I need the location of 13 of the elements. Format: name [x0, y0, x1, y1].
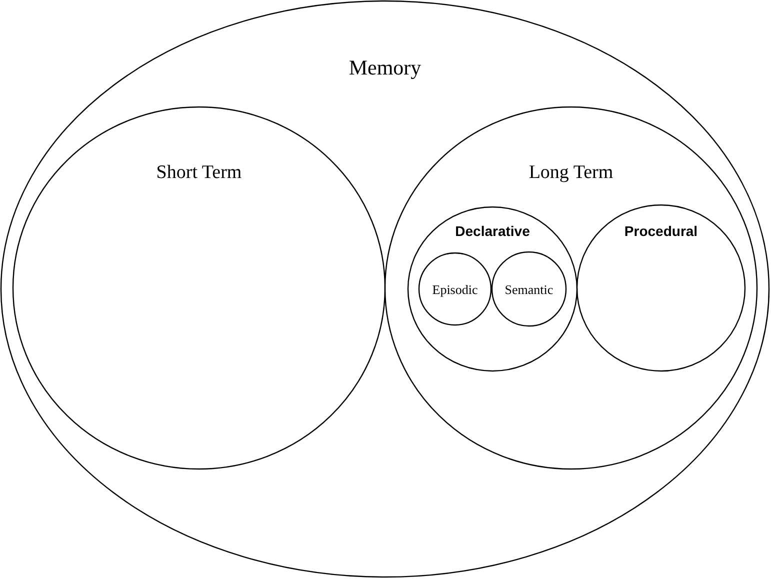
node-label: Short Term: [156, 162, 242, 184]
node-label: Long Term: [528, 162, 614, 184]
node-label: Episodic: [432, 282, 478, 298]
node-label: Declarative: [455, 223, 530, 239]
node-label: Semantic: [504, 282, 554, 298]
node-label: Procedural: [624, 223, 698, 239]
ellipse-node: [385, 107, 757, 469]
node-label: Memory: [348, 56, 422, 80]
ellipse-node: [408, 207, 577, 371]
ellipse-node: [419, 253, 491, 325]
ellipse-node: [577, 205, 745, 371]
ellipse-node: [13, 107, 385, 469]
ellipse-node: [492, 252, 566, 326]
